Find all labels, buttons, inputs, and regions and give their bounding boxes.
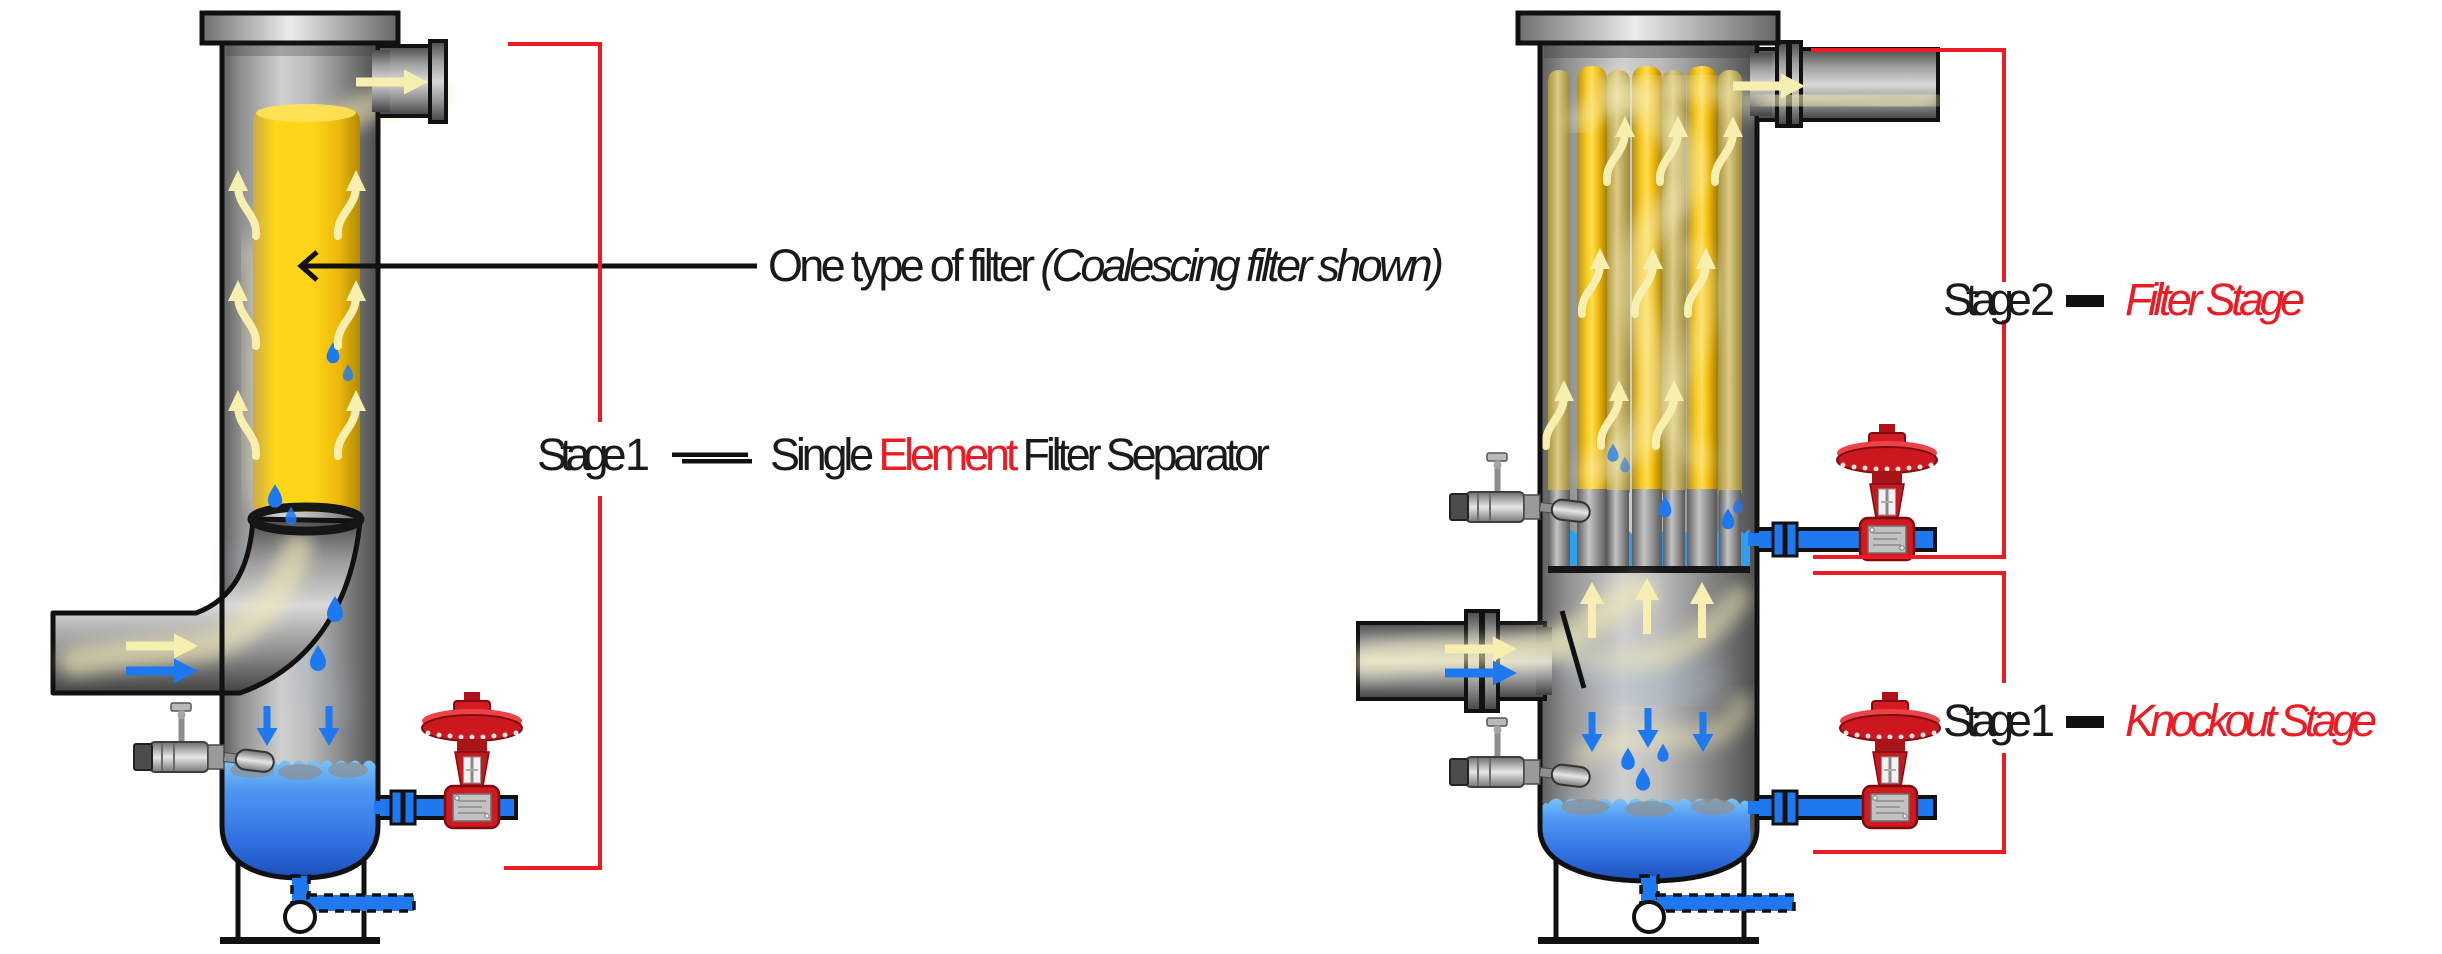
title-part: Single: [770, 429, 883, 480]
liquid-surface-sheen: [1561, 799, 1735, 817]
gas-stream-haze: [1353, 577, 1655, 677]
gas-stream-haze: [235, 239, 269, 511]
title-highlight: Element: [878, 429, 1019, 480]
drain-line-dashed: [1639, 874, 1796, 913]
pipe-flange: [402, 789, 417, 826]
separator-title: Single Element Filter Separator: [770, 429, 1270, 480]
tube-stubs: [1548, 489, 1741, 567]
stage-name: Filter Stage: [2125, 274, 2305, 325]
stage-dash: [2066, 295, 2104, 307]
filter-callout-text: One type of filter (Coalescing filter sh…: [768, 240, 1444, 291]
gas-stream-haze: [1756, 83, 1940, 118]
two-stage-separator-diagram: [1353, 10, 1942, 944]
stage1-bracket-right: [1813, 571, 2006, 854]
drain-port-circle: [1632, 900, 1666, 934]
gas-stream-haze: [1567, 75, 1765, 133]
stage2-bracket-right: [1811, 48, 2006, 559]
separated-liquid: [222, 760, 379, 878]
annotations: One type of filter (Coalescing filter sh…: [297, 42, 2377, 870]
top-flange-cap: [199, 10, 401, 46]
pipe-flange: [389, 789, 404, 826]
pipe-flange: [1784, 789, 1799, 826]
filter-gasket-ring: [247, 502, 365, 536]
callout-arrow: [297, 250, 757, 282]
stage-dash: [672, 452, 752, 464]
separated-liquid: [1540, 798, 1751, 881]
coalescing-filter-element: [253, 107, 360, 512]
stage-name: Knockout Stage: [2125, 695, 2377, 746]
pipe-flange: [1771, 789, 1786, 826]
callout-italic-note: (Coalescing filter shown): [1040, 240, 1444, 291]
stage-label: Stage 1: [537, 429, 650, 480]
filter-top-highlight: [256, 104, 356, 122]
callout-regular-text: One type of filter: [768, 240, 1044, 291]
outlet-nozzle-flange: [428, 39, 448, 124]
stage-label: Stage 2: [1943, 274, 2055, 325]
inlet-deflector-baffle: [1559, 610, 1587, 689]
gas-stream-haze: [1579, 71, 1706, 487]
single-element-separator-diagram: [50, 10, 524, 944]
stage-dash: [2066, 716, 2104, 728]
drain-line-dashed: [290, 874, 416, 913]
title-part: Filter Separator: [1014, 429, 1270, 480]
top-flange-cap: [1515, 10, 1781, 46]
pipe-flange: [1784, 521, 1799, 558]
gas-stream-haze: [1573, 693, 1754, 767]
stage-label: Stage 1: [1943, 695, 2055, 746]
drain-port-circle: [283, 900, 317, 934]
mist-haze: [1532, 625, 1725, 709]
pipe-flange: [1771, 521, 1786, 558]
tube-sheet: [1548, 566, 1750, 573]
stage1-bracket-left: [504, 42, 602, 870]
